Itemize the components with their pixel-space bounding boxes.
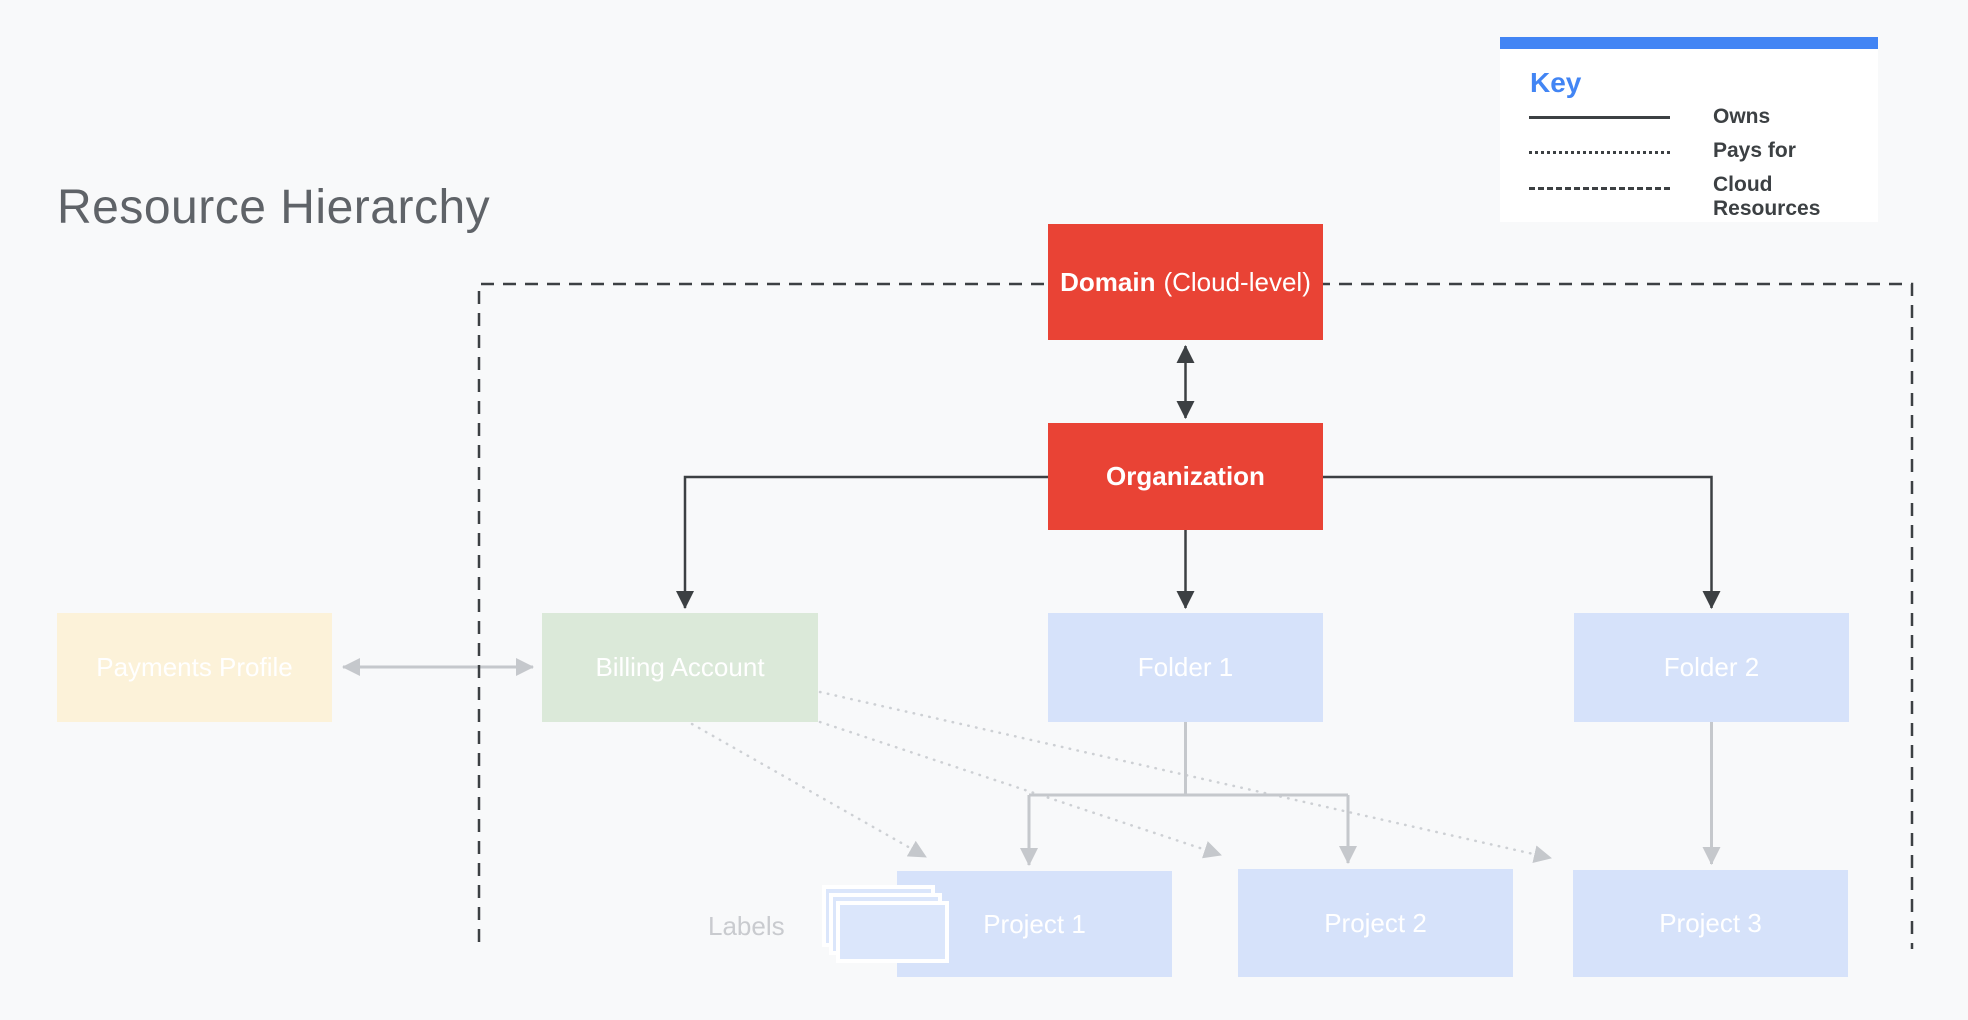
labels-card-front bbox=[836, 901, 949, 963]
folder-2-node: Folder 2 bbox=[1574, 613, 1849, 722]
key-accent-bar bbox=[1500, 37, 1878, 49]
labels-stack-icon bbox=[822, 885, 953, 967]
project-2-node-label: Project 2 bbox=[1324, 907, 1427, 938]
page-title: Resource Hierarchy bbox=[57, 181, 491, 234]
project-3-node: Project 3 bbox=[1573, 870, 1848, 977]
key-legend-panel: Key Owns Pays for Cloud Resources bbox=[1500, 37, 1878, 222]
project-1-node-label: Project 1 bbox=[983, 908, 1086, 939]
owns-line-sample bbox=[1529, 116, 1670, 119]
folder-1-node: Folder 1 bbox=[1048, 613, 1323, 722]
pays-for-line-project1 bbox=[690, 722, 928, 859]
organization-node: Organization bbox=[1048, 423, 1323, 530]
folder-2-node-label: Folder 2 bbox=[1663, 652, 1760, 682]
organization-folder2-arrow bbox=[1323, 475, 1721, 609]
project-3-node-label: Project 3 bbox=[1659, 908, 1762, 938]
domain-node-label: Domain bbox=[1060, 266, 1156, 297]
legend-label-cloud-resources: Cloud Resources bbox=[1713, 173, 1821, 221]
billing-account-node: Billing Account bbox=[542, 613, 818, 722]
payments-profile-node: Payments Profile bbox=[57, 613, 332, 722]
pays-for-line-project2 bbox=[818, 720, 1223, 859]
project-2-node: Project 2 bbox=[1238, 869, 1513, 977]
labels-caption: Labels bbox=[708, 911, 785, 941]
pays-for-line-sample bbox=[1529, 151, 1670, 154]
legend-label-owns: Owns bbox=[1713, 105, 1771, 128]
payments-profile-node-label: Payments Profile bbox=[96, 652, 293, 682]
domain-node-suffix: (Cloud-level) bbox=[1163, 266, 1311, 297]
cloud-resources-line-sample bbox=[1529, 187, 1670, 190]
domain-node: Domain (Cloud-level) bbox=[1048, 224, 1323, 340]
key-title: Key bbox=[1530, 67, 1582, 98]
legend-label-pays-for: Pays for bbox=[1713, 139, 1796, 162]
organization-node-label: Organization bbox=[1106, 461, 1265, 491]
folder-1-node-label: Folder 1 bbox=[1137, 652, 1234, 682]
organization-billing-arrow bbox=[676, 475, 1048, 609]
billing-account-node-label: Billing Account bbox=[595, 652, 765, 682]
